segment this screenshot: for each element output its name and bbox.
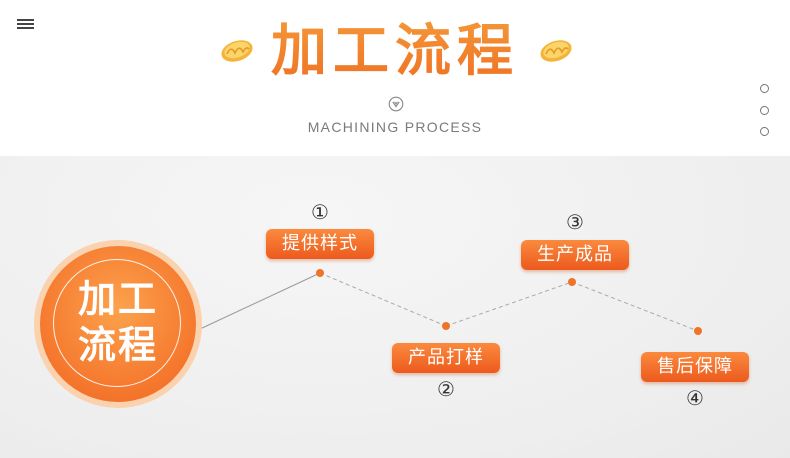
pagination-dot[interactable]: [760, 127, 769, 136]
badge-line-2: 流程: [77, 323, 158, 367]
step-number: ②: [437, 377, 455, 401]
step-label: 生产成品: [521, 240, 629, 270]
page-subtitle: MACHINING PROCESS: [307, 119, 483, 135]
pagination-dot[interactable]: [760, 105, 769, 115]
page-title: 加工流程: [0, 12, 790, 92]
header-section: [0, 0, 790, 156]
flow-node: [568, 278, 576, 286]
flow-node: [442, 322, 450, 330]
step-label: 售后保障: [641, 352, 749, 382]
process-badge: 加工 流程: [40, 246, 196, 402]
flow-node: [694, 327, 702, 335]
potato-chip-icon: [540, 40, 572, 62]
step-number: ③: [566, 210, 584, 234]
flow-node: [316, 269, 324, 277]
pagination-dots: [760, 84, 772, 149]
step-number: ④: [686, 386, 704, 410]
badge-line-1: 加工: [77, 277, 158, 321]
badge-text: 加工 流程: [40, 276, 196, 368]
badge-ring: [53, 259, 181, 387]
pagination-dot[interactable]: [760, 84, 769, 93]
step-label: 提供样式: [266, 229, 374, 259]
hamburger-menu-icon[interactable]: [17, 19, 34, 31]
chevron-down-icon: [388, 96, 404, 112]
step-label: 产品打样: [392, 343, 500, 373]
potato-chip-icon: [221, 40, 253, 62]
step-number: ①: [311, 200, 329, 224]
